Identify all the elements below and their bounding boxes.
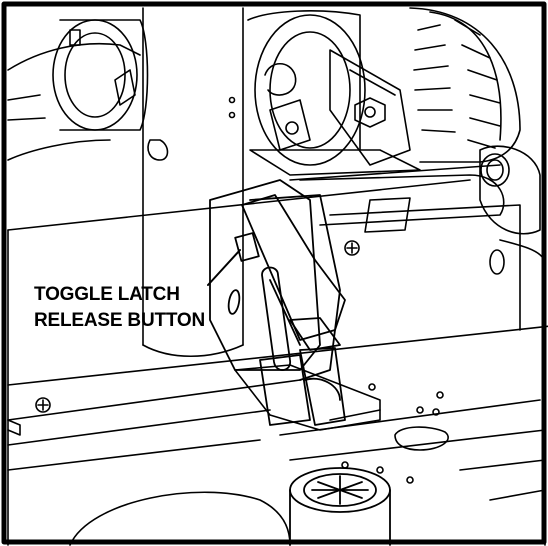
left-motor-housing	[7, 19, 149, 161]
bottom-arc	[69, 491, 291, 546]
round-post	[289, 467, 391, 546]
callout-line-2: RELEASE BUTTON	[34, 310, 206, 331]
base-plate	[7, 164, 548, 546]
toggle-latch	[209, 179, 346, 426]
tire	[409, 7, 521, 163]
right-pivot	[479, 145, 545, 261]
callout-leader-line	[207, 249, 241, 286]
lower-plate	[279, 383, 546, 546]
vertical-column	[142, 7, 244, 357]
center-motor-mount	[247, 10, 421, 176]
horizontal-tube	[299, 174, 505, 275]
triangular-bracket	[329, 49, 411, 166]
toggle-latch-release-button-label: TOGGLE LATCH RELEASE BUTTON	[34, 282, 205, 334]
callout-line-1: TOGGLE LATCH	[34, 284, 180, 305]
latch-base	[234, 364, 381, 431]
